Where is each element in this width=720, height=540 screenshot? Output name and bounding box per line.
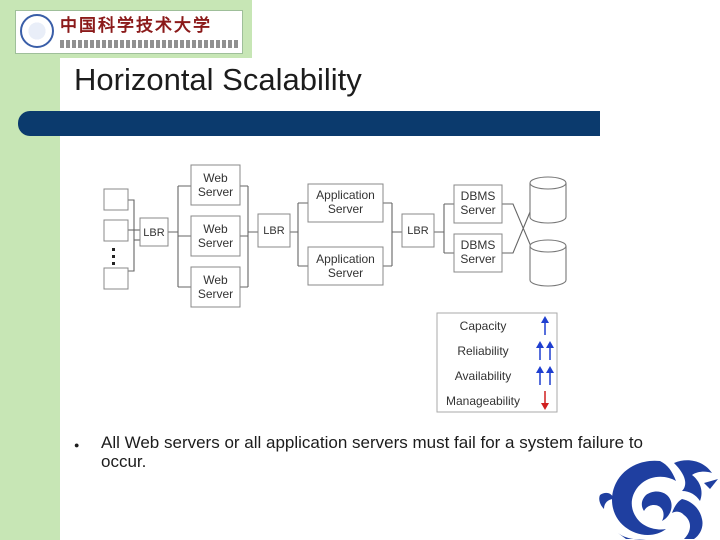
lbr-label: LBR: [407, 225, 428, 237]
dbms-server-label-2: Server: [460, 203, 495, 217]
web-server-label-2: Server: [198, 236, 233, 250]
dbms-server-box: DBMS Server: [453, 184, 503, 224]
app-server-box: Application Server: [307, 246, 384, 286]
metric-label-capacity: Capacity: [460, 319, 507, 333]
left-band: [0, 0, 60, 540]
logo-chinese-text: 中国科学技术大学: [60, 16, 212, 36]
web-server-label-1: Web: [203, 222, 228, 236]
metric-label-manageability: Manageability: [446, 394, 520, 408]
app-server-label-1: Application: [316, 188, 375, 202]
dbms-server-label-1: DBMS: [461, 238, 496, 252]
lbr-label: LBR: [143, 227, 164, 239]
lbr-label: LBR: [263, 225, 284, 237]
seal-icon: [20, 14, 54, 48]
web-server-box: Web Server: [190, 215, 241, 257]
app-server-box: Application Server: [307, 183, 384, 223]
web-server-label-1: Web: [203, 273, 228, 287]
bullet-icon: ●: [74, 440, 80, 450]
arrow-up-icon: [546, 366, 554, 385]
bullet-text: All Web servers or all application serve…: [101, 433, 643, 471]
lbr-box: LBR: [401, 213, 435, 248]
dbms-server-label-2: Server: [460, 252, 495, 266]
arrow-up-icon: [536, 366, 544, 385]
web-server-label-2: Server: [198, 287, 233, 301]
metric-label-reliability: Reliability: [457, 344, 508, 358]
title-bar: [18, 111, 600, 136]
arrow-up-icon: [546, 341, 554, 360]
university-logo: 中国科学技术大学: [15, 10, 243, 54]
web-server-box: Web Server: [190, 266, 241, 308]
logo-english-line: [60, 40, 238, 48]
metrics-box: [436, 312, 558, 413]
app-server-label-2: Server: [328, 202, 363, 216]
arrow-up-icon: [536, 341, 544, 360]
arrow-up-icon: [541, 316, 549, 335]
connector-lines: [128, 185, 536, 288]
database-icon: [529, 176, 567, 224]
web-server-label-1: Web: [203, 171, 228, 185]
dragon-logo-icon: [599, 460, 718, 540]
page-title: Horizontal Scalability: [74, 62, 362, 97]
lbr-box: LBR: [139, 217, 169, 247]
web-server-label-2: Server: [198, 185, 233, 199]
dbms-server-box: DBMS Server: [453, 233, 503, 273]
lbr-box: LBR: [257, 213, 291, 248]
dbms-server-label-1: DBMS: [461, 189, 496, 203]
client-box: [103, 188, 129, 211]
ellipsis-dots: [112, 248, 115, 265]
metric-label-availability: Availability: [455, 369, 511, 383]
app-server-label-1: Application: [316, 252, 375, 266]
arrow-down-icon: [541, 391, 549, 410]
app-server-label-2: Server: [328, 266, 363, 280]
client-box: [103, 219, 129, 242]
database-icon: [529, 239, 567, 287]
client-box: [103, 267, 129, 290]
web-server-box: Web Server: [190, 164, 241, 206]
